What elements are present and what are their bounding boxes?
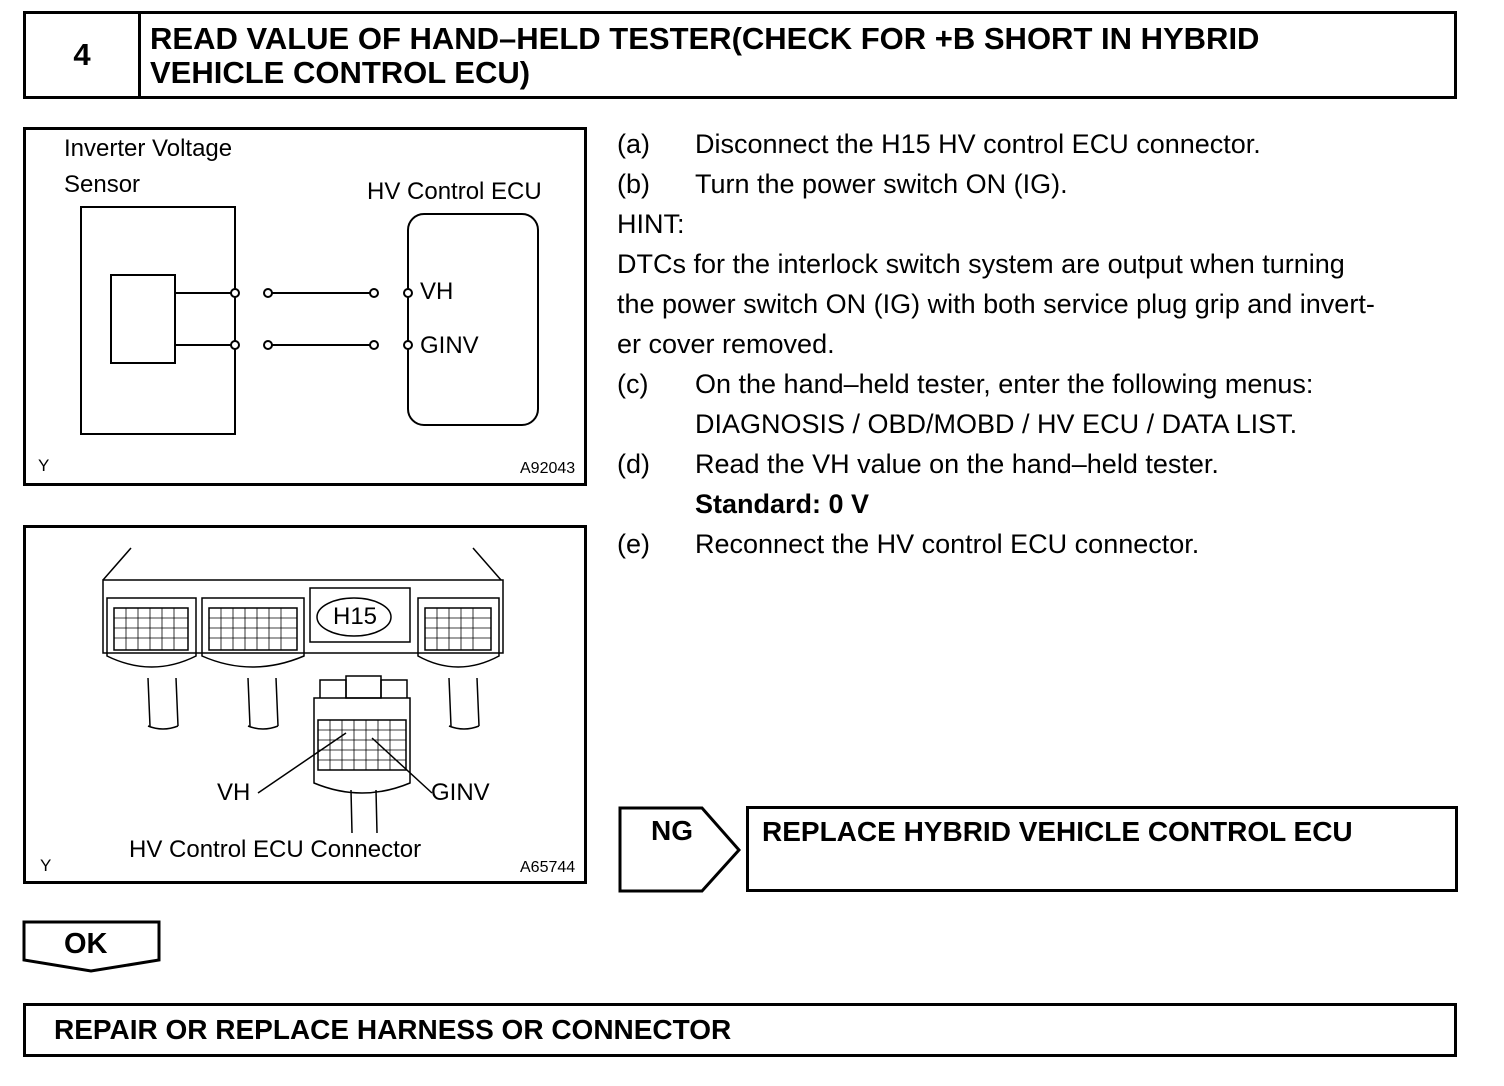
sensor-body: [80, 206, 236, 435]
ng-action-text: REPLACE HYBRID VEHICLE CONTROL ECU: [762, 816, 1353, 847]
step-title: READ VALUE OF HAND–HELD TESTER(CHECK FOR…: [150, 22, 1440, 90]
step-e: (e) Reconnect the HV control ECU connect…: [617, 524, 1459, 564]
corner-mark: Y: [40, 856, 52, 875]
connector-id-label: H15: [333, 603, 378, 630]
terminal-vh-label: VH: [420, 278, 454, 305]
h15-badge: [316, 597, 392, 637]
instructions: (a) Disconnect the H15 HV control ECU co…: [617, 124, 1459, 564]
hint-line3: er cover removed.: [617, 329, 835, 359]
ok-arrow-shape: [22, 920, 161, 973]
connector-drawing: [102, 547, 504, 834]
ecu-body: [407, 213, 539, 426]
pin-ginv-label: GINV: [431, 779, 490, 806]
step-d-text: Read the VH value on the hand–held teste…: [695, 449, 1219, 479]
step-b-letter: (b): [617, 169, 650, 199]
ng-action-box: REPLACE HYBRID VEHICLE CONTROL ECU: [746, 806, 1458, 892]
wiring-diagram-drawing: [80, 206, 539, 435]
final-action-box: REPAIR OR REPLACE HARNESS OR CONNECTOR: [23, 1003, 1457, 1057]
figure-code: A65744: [520, 859, 576, 876]
hint-label: HINT:: [617, 209, 685, 239]
connector-caption: HV Control ECU Connector: [129, 836, 422, 863]
step-e-text: Reconnect the HV control ECU connector.: [695, 529, 1200, 559]
step-c-letter: (c): [617, 369, 649, 399]
terminal-ginv-label: GINV: [420, 332, 479, 359]
sensor-label-line1: Inverter Voltage: [64, 135, 233, 162]
sensor-label-line2: Sensor: [64, 171, 141, 198]
step-c-line2: DIAGNOSIS / OBD/MOBD / HV ECU / DATA LIS…: [695, 409, 1298, 439]
step-d-standard: Standard: 0 V: [695, 489, 870, 519]
figure-code: A92043: [520, 460, 576, 477]
step-e-letter: (e): [617, 529, 650, 559]
step-d-letter: (d): [617, 449, 650, 479]
ng-arrow-shape: [618, 806, 742, 893]
final-action-text: REPAIR OR REPLACE HARNESS OR CONNECTOR: [54, 1014, 732, 1045]
step-title-line2: VEHICLE CONTROL ECU): [150, 55, 531, 90]
hint-line1: DTCs for the interlock switch system are…: [617, 249, 1345, 279]
ok-label: OK: [64, 928, 108, 960]
hint-line2: the power switch ON (IG) with both servi…: [617, 289, 1375, 319]
step-c-line1: On the hand–held tester, enter the follo…: [695, 369, 1314, 399]
step-d: (d) Read the VH value on the hand–held t…: [617, 444, 1459, 524]
corner-mark: Y: [38, 456, 50, 475]
step-a-letter: (a): [617, 129, 650, 159]
ecu-label: HV Control ECU: [367, 178, 542, 205]
step-b-text: Turn the power switch ON (IG).: [695, 169, 1068, 199]
step-title-line1: READ VALUE OF HAND–HELD TESTER(CHECK FOR…: [150, 21, 1260, 56]
pin-vh-label: VH: [217, 779, 251, 806]
sensor-element: [110, 274, 176, 364]
step-header: 4 READ VALUE OF HAND–HELD TESTER(CHECK F…: [23, 11, 1457, 99]
step-c: (c) On the hand–held tester, enter the f…: [617, 364, 1459, 444]
step-a: (a) Disconnect the H15 HV control ECU co…: [617, 124, 1459, 164]
step-a-text: Disconnect the H15 HV control ECU connec…: [695, 129, 1261, 159]
ng-label: NG: [651, 815, 693, 846]
step-number: 4: [26, 14, 141, 96]
wiring-diagram: Inverter Voltage Sensor HV Control ECU V…: [23, 127, 587, 486]
step-b: (b) Turn the power switch ON (IG).: [617, 164, 1459, 204]
connector-diagram: H15 VH GINV HV Control ECU Connector Y A…: [23, 525, 587, 884]
